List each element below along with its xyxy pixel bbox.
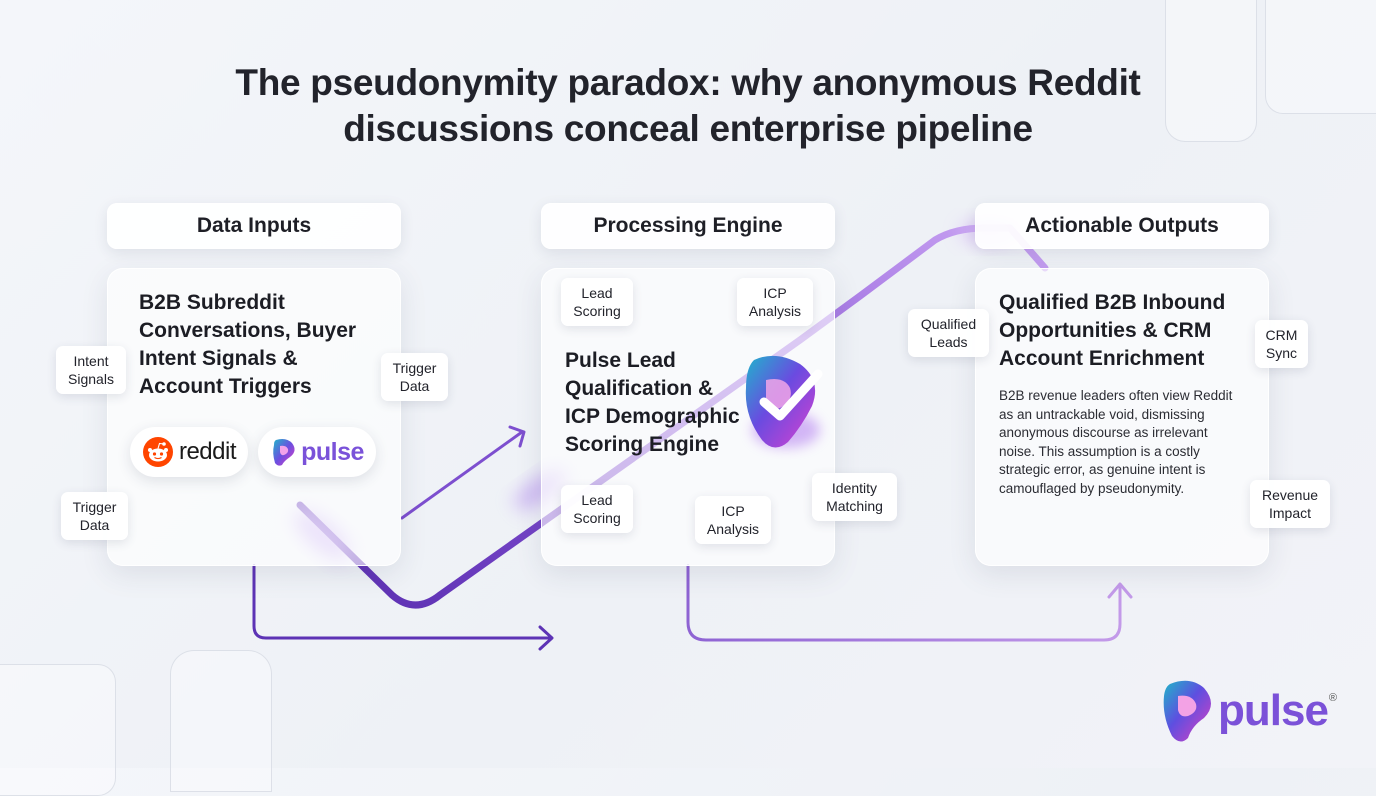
header-label: Actionable Outputs	[1025, 214, 1219, 237]
page-title: The pseudonymity paradox: why anonymous …	[0, 60, 1376, 152]
header-label: Processing Engine	[593, 214, 783, 237]
header-processing-engine: Processing Engine	[541, 203, 835, 249]
brand-registered-mark: ®	[1328, 692, 1338, 704]
title-line-1: The pseudonymity paradox: why anonymous …	[235, 62, 1141, 103]
brand-logo: pulse ®	[1160, 676, 1344, 746]
header-data-inputs: Data Inputs	[107, 203, 401, 249]
pulse-logo-pill: pulse	[258, 427, 376, 477]
bottom-right-arrow	[686, 564, 1122, 642]
pulse-icon	[273, 439, 295, 466]
bottom-left-arrow	[252, 564, 552, 640]
header-label: Data Inputs	[196, 214, 312, 237]
input-arrow-head	[508, 425, 526, 448]
background-panel	[1165, 0, 1257, 142]
bottom-left-arrow-head	[538, 625, 554, 651]
reddit-logo-pill: reddit	[130, 427, 248, 477]
pulse-wordmark: pulse	[301, 437, 364, 466]
reddit-wordmark: reddit	[178, 438, 237, 465]
bottom-right-arrow-head	[1107, 582, 1133, 599]
verified-check-icon	[745, 355, 823, 448]
background-panel	[1265, 0, 1376, 114]
input-arrow	[400, 430, 524, 520]
card-title: Pulse Lead Qualification & ICP Demograph…	[565, 349, 740, 456]
brand-wordmark: pulse	[1218, 686, 1329, 735]
title-line-2: discussions conceal enterprise pipeline	[343, 108, 1033, 149]
card-actionable-outputs: Qualified B2B Inbound Opportunities & CR…	[975, 268, 1269, 566]
card-title: Qualified B2B Inbound Opportunities & CR…	[999, 291, 1226, 370]
card-data-inputs: B2B Subreddit Conversations, Buyer Inten…	[107, 268, 401, 566]
header-actionable-outputs: Actionable Outputs	[975, 203, 1269, 249]
card-description: B2B revenue leaders often view Reddit as…	[999, 388, 1233, 496]
reddit-icon	[142, 437, 173, 467]
card-title: B2B Subreddit Conversations, Buyer Inten…	[139, 291, 357, 398]
pulse-logo-icon	[1163, 680, 1211, 742]
